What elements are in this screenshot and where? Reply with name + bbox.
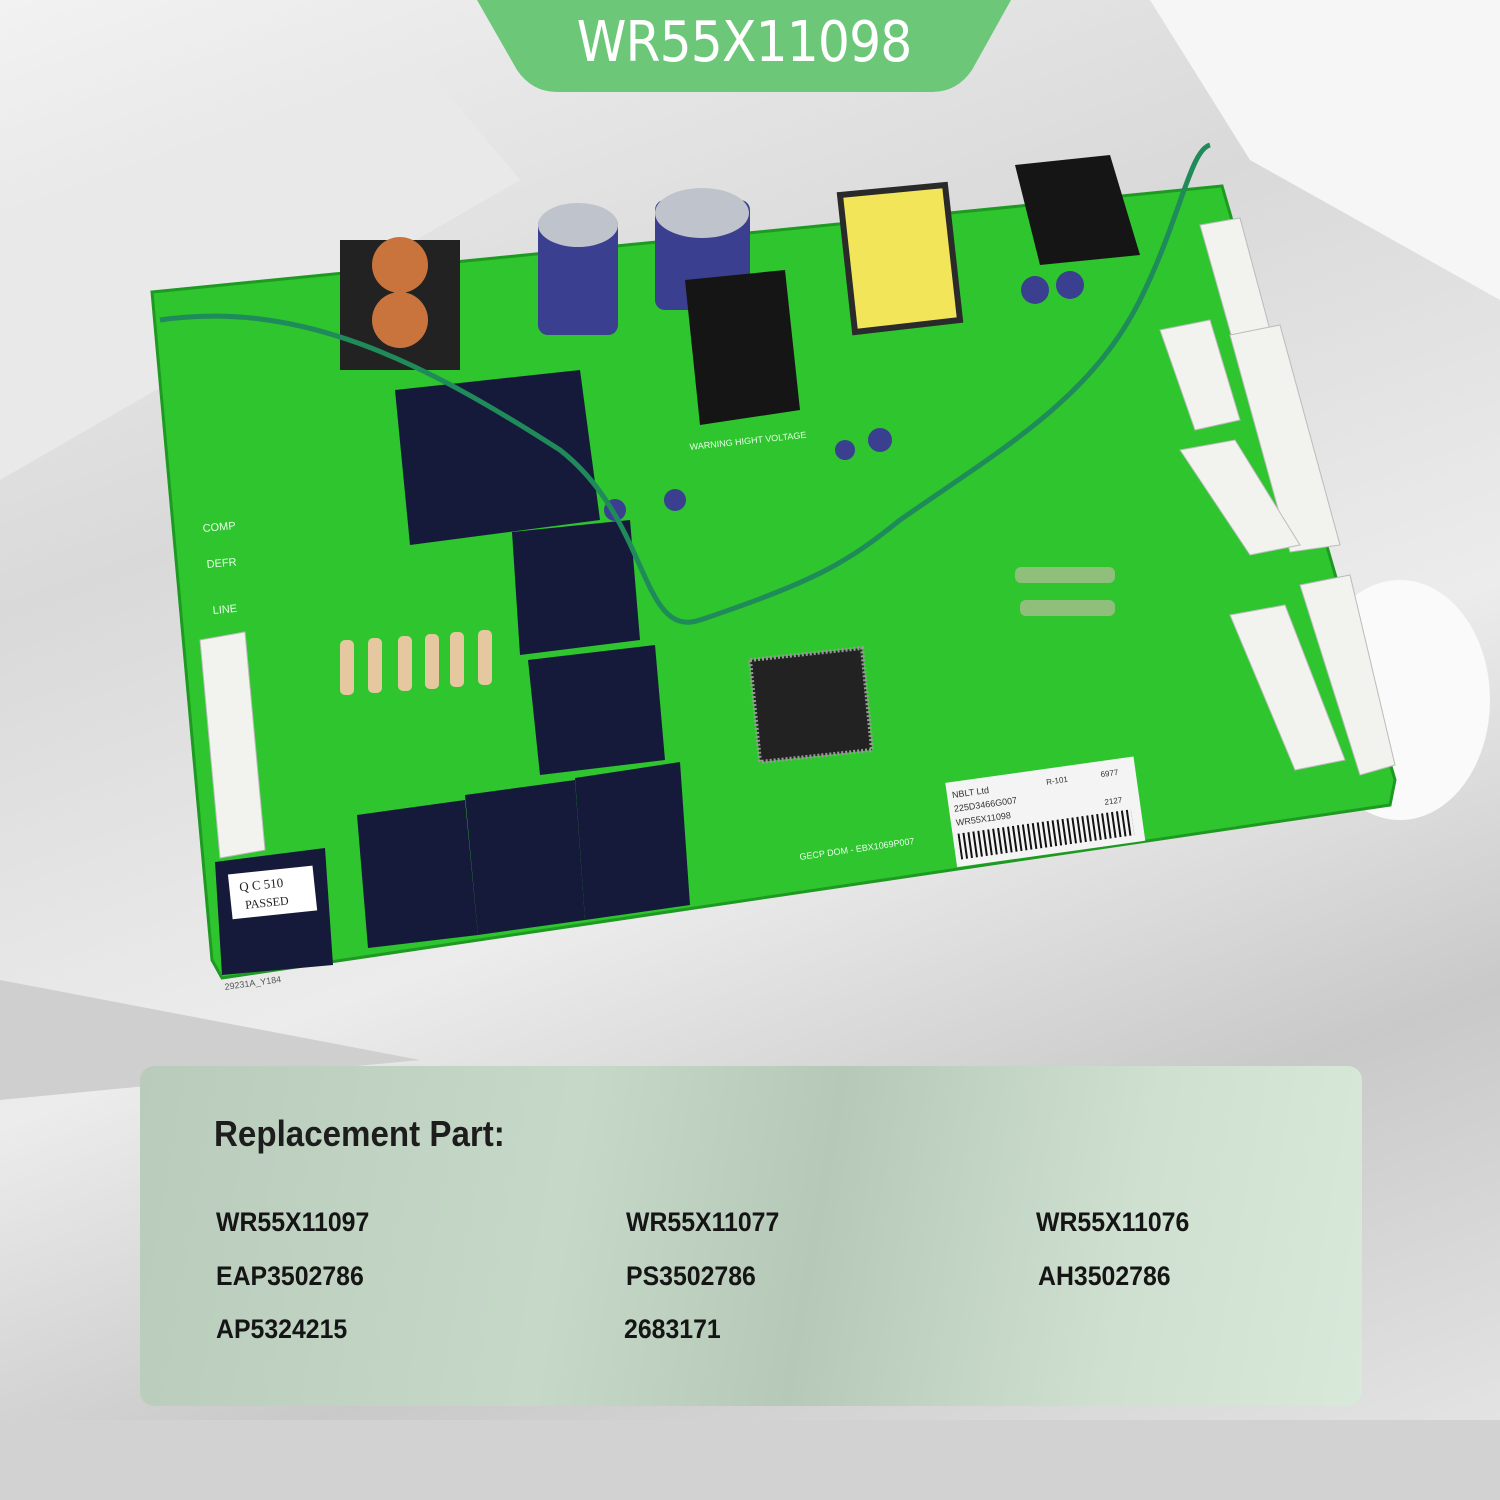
transformer bbox=[836, 181, 964, 336]
silk-defr: DEFR bbox=[206, 556, 237, 571]
replacement-title: Replacement Part: bbox=[214, 1113, 505, 1154]
part-number: WR55X11077 bbox=[626, 1207, 780, 1237]
connectors bbox=[199, 217, 1396, 859]
heatsink bbox=[1015, 155, 1140, 265]
board-label: NBLT Ltd 225D3466G007 WR55X11098 R-101 6… bbox=[945, 756, 1146, 868]
part-number: WR55X11097 bbox=[216, 1207, 370, 1237]
part-number: EAP3502786 bbox=[216, 1261, 364, 1291]
microcontroller bbox=[747, 645, 875, 765]
label-line5: 6977 bbox=[1100, 768, 1119, 779]
silk-line: LINE bbox=[212, 603, 237, 617]
label-line6: 2127 bbox=[1104, 795, 1123, 806]
heatsink bbox=[685, 270, 800, 425]
product-model-title: WR55X11098 bbox=[576, 10, 913, 75]
replacement-parts-panel: Replacement Part: WR55X11097 WR55X11077 … bbox=[140, 1066, 1362, 1406]
part-number: WR55X11076 bbox=[1036, 1207, 1190, 1237]
part-number: AP5324215 bbox=[216, 1314, 348, 1344]
circuit-board-photo: Q C 510 PASSED NBLT Ltd 225D3466G007 WR5… bbox=[150, 142, 1397, 992]
part-number: AH3502786 bbox=[1038, 1261, 1171, 1291]
capacitors bbox=[538, 188, 1084, 521]
part-number: PS3502786 bbox=[626, 1261, 756, 1291]
qc-sticker-line1: Q C 510 bbox=[239, 875, 284, 895]
part-number: 2683171 bbox=[624, 1314, 721, 1344]
resistors bbox=[340, 567, 1115, 695]
qc-sticker: Q C 510 PASSED bbox=[227, 865, 318, 920]
qc-sticker-line2: PASSED bbox=[244, 893, 289, 912]
relays bbox=[215, 370, 690, 975]
silk-comp: COMP bbox=[202, 520, 236, 535]
ground-wire bbox=[159, 142, 1212, 625]
inductor bbox=[340, 237, 460, 370]
title-banner: WR55X11098 bbox=[477, 0, 1011, 92]
label-line4: R-101 bbox=[1046, 775, 1069, 787]
